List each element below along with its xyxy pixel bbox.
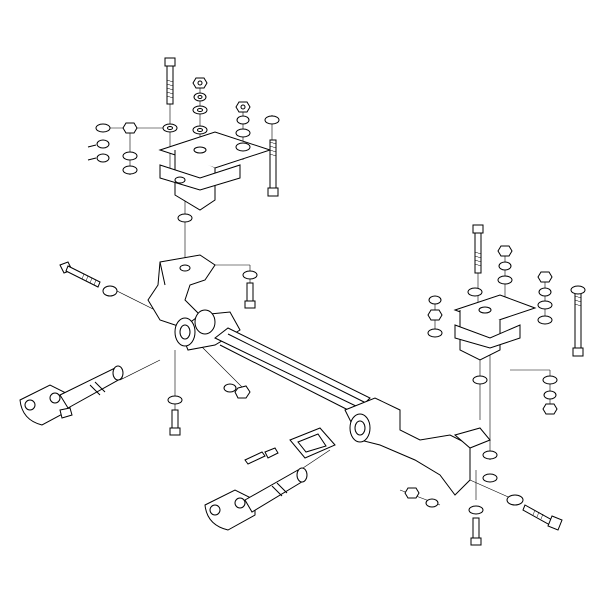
right-clevis-assembly [204,467,308,531]
lock-washer [96,153,110,163]
washer [122,165,138,175]
right-hardware [427,245,586,483]
washer [482,473,498,483]
nut [542,403,558,415]
nut [235,101,251,113]
right-vertical-bolt [267,139,279,197]
right-frame-arm [289,397,491,496]
washer [537,315,553,325]
center-nuts [223,383,251,399]
right-mount-bracket [453,294,537,361]
lock-washer [428,295,442,305]
top-hardware [87,77,280,223]
lock-washer [96,139,110,149]
bottom-left-bolt [167,395,183,436]
nut [192,77,208,89]
washer [192,125,208,135]
washer [467,287,483,297]
washer [482,450,498,460]
cross-bar [214,327,371,416]
lock-washer [498,261,512,271]
lock-washer [538,287,552,297]
lock-washer [193,92,207,102]
left-horizontal-bolt [59,261,118,297]
bottom-right-bolt [506,494,563,531]
washer [537,300,553,310]
washer [570,285,586,295]
lock-washer [543,390,557,400]
nut [537,271,553,283]
washer [235,128,251,138]
washer [497,275,513,285]
right-top-bolt [472,224,484,274]
top-mount-bracket [158,131,272,211]
washer [264,115,280,125]
washer [235,142,251,152]
top-bolt [164,57,176,105]
left-frame-arm [147,254,241,351]
nut [122,122,138,134]
nut [427,309,443,321]
left-lower-bolt [242,270,258,309]
bottom-center-bolt [468,505,484,546]
washer [162,123,178,133]
washer [542,375,558,385]
washer [177,213,193,223]
washer [427,328,443,338]
right-vertical-bolt-2 [572,289,584,357]
small-hardware [244,447,439,508]
lock-washer [236,115,250,125]
washer [95,123,111,133]
left-clevis-assembly [19,365,124,426]
nut [497,245,513,257]
washer [472,375,488,385]
washer [122,151,138,161]
washer [192,105,208,115]
